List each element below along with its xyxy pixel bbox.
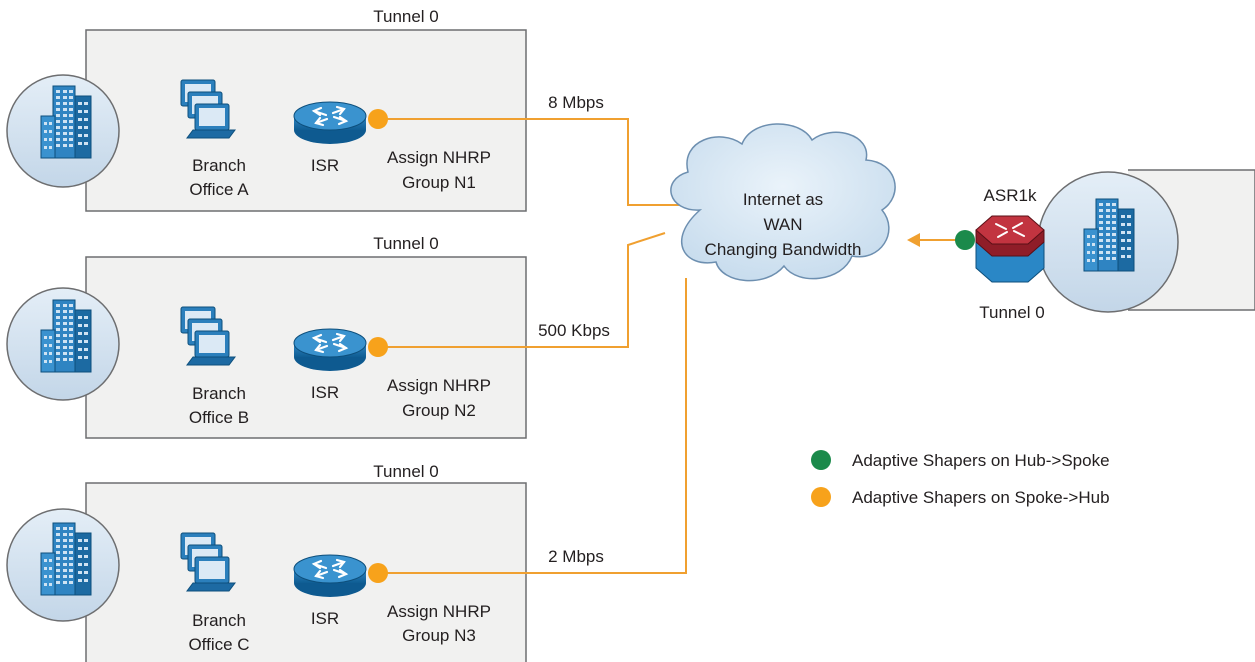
nhrp-label-line1: Assign NHRP (387, 602, 491, 621)
branch-label-line2: Office A (189, 180, 249, 199)
nhrp-label-line1: Assign NHRP (387, 148, 491, 167)
legend-orange-dot (811, 487, 831, 507)
cloud-label-line1: Internet as (743, 190, 823, 209)
isr-router-icon (292, 100, 368, 146)
hub-router-label: ASR1k (984, 186, 1037, 205)
spoke-shaper-dot (368, 337, 388, 357)
bandwidth-label-b: 500 Kbps (538, 321, 610, 340)
branch-label-line2: Office B (189, 408, 249, 427)
branch-label-line2: Office C (188, 635, 249, 654)
nhrp-label-line2: Group N3 (402, 626, 476, 645)
tunnel-label: Tunnel 0 (373, 7, 439, 26)
legend-green-dot (811, 450, 831, 470)
cloud-label-line2: WAN (763, 215, 802, 234)
nhrp-label-line2: Group N2 (402, 401, 476, 420)
asr1k-router-icon (975, 215, 1045, 283)
branch-label-line1: Branch (192, 611, 246, 630)
legend-label-spoke-hub: Adaptive Shapers on Spoke->Hub (852, 488, 1110, 507)
bandwidth-label-c: 2 Mbps (548, 547, 604, 566)
branch-office-c: Tunnel 0 Branch Office C ISR Assign NHRP… (6, 462, 527, 662)
link-branch-b (378, 232, 666, 348)
cloud-label-line3: Changing Bandwidth (705, 240, 862, 259)
isr-router-icon (292, 327, 368, 373)
arrow-head-icon (907, 233, 920, 247)
legend: Adaptive Shapers on Hub->Spoke Adaptive … (811, 450, 1110, 507)
link-branch-c (378, 278, 687, 574)
internet-cloud (670, 123, 896, 282)
branch-label-line1: Branch (192, 384, 246, 403)
nhrp-label-line2: Group N1 (402, 173, 476, 192)
isr-router-icon (292, 553, 368, 599)
legend-label-hub-spoke: Adaptive Shapers on Hub->Spoke (852, 451, 1110, 470)
nhrp-label-line1: Assign NHRP (387, 376, 491, 395)
router-label: ISR (311, 156, 339, 175)
hub-shaper-dot (955, 230, 975, 250)
link-branch-a (378, 118, 690, 206)
spoke-shaper-dot (368, 109, 388, 129)
bandwidth-label-a: 8 Mbps (548, 93, 604, 112)
branch-office-a: Tunnel 0 Branch Office A ISR Assign NHRP… (6, 7, 527, 212)
tunnel-label: Tunnel 0 (373, 234, 439, 253)
branch-office-b: Tunnel 0 Branch Office B ISR Assign NHRP… (6, 234, 527, 439)
hub-tunnel-label: Tunnel 0 (979, 303, 1045, 322)
router-label: ISR (311, 383, 339, 402)
router-label: ISR (311, 609, 339, 628)
tunnel-label: Tunnel 0 (373, 462, 439, 481)
spoke-shaper-dot (368, 563, 388, 583)
branch-label-line1: Branch (192, 156, 246, 175)
